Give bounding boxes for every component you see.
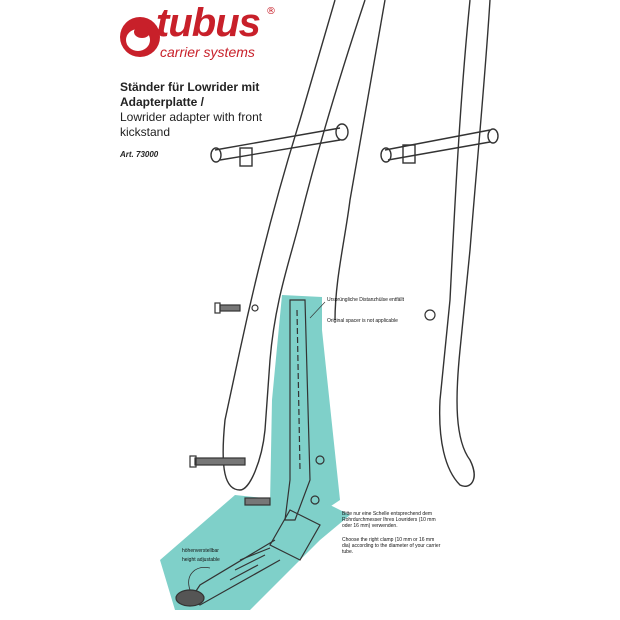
article-number: Art. 73000	[120, 150, 159, 159]
clamp-note-de: Bitte nur eine Schelle entsprechend dem …	[342, 511, 436, 529]
spacer-leader-line	[309, 301, 326, 319]
spacer-note-de: Ursprüngliche Distanzhülse entfällt	[327, 297, 404, 303]
bolts	[189, 302, 436, 506]
spacer-note-en: Original spacer is not applicable	[327, 318, 398, 324]
lowrider-frame	[210, 0, 499, 491]
height-note-de: höhenverstellbar	[182, 548, 219, 554]
brand-name: tubus	[156, 1, 261, 45]
registered-mark: ®	[266, 6, 276, 17]
brand-tagline: carrier systems	[160, 44, 255, 60]
tubus-logo-icon	[120, 17, 160, 57]
clamp-note-en: Choose the right clamp (10 mm or 16 mm d…	[342, 537, 441, 555]
title-english: Lowrider adapter with front kickstand	[120, 110, 263, 139]
product-title: Ständer für Lowrider mit Adapterplatte /…	[120, 80, 270, 140]
title-german: Ständer für Lowrider mit Adapterplatte /	[120, 80, 260, 109]
height-arrow	[188, 567, 211, 591]
height-note-en: height adjustable	[182, 557, 220, 563]
